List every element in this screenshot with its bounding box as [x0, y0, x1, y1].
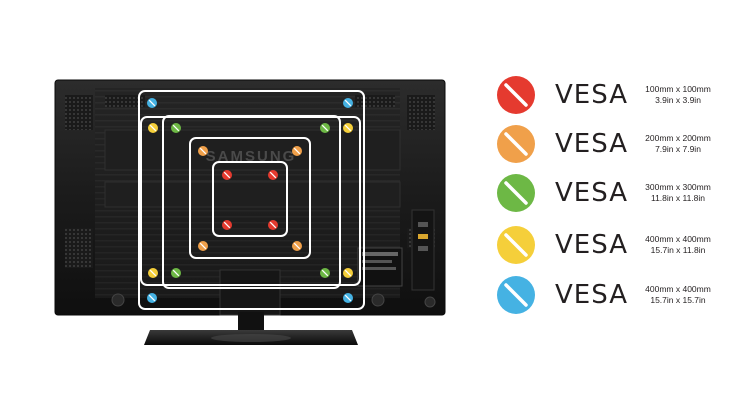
- legend-label: VESA: [555, 230, 628, 260]
- legend-dimensions: 100mm x 100mm 3.9in x 3.9in: [628, 84, 728, 106]
- screw-yellow: [148, 123, 158, 133]
- screw-yellow: [343, 268, 353, 278]
- dimension-in: 15.7in x 15.7in: [650, 295, 706, 305]
- dimension-mm: 100mm x 100mm: [645, 84, 711, 94]
- legend-dimensions: 300mm x 300mm 11.8in x 11.8in: [628, 182, 728, 204]
- no-sign-icon: [497, 125, 535, 163]
- vesa-frame-guides: [138, 90, 365, 310]
- screw-orange: [198, 146, 208, 156]
- legend-label: VESA: [555, 280, 628, 310]
- no-sign-icon: [497, 76, 535, 114]
- legend-row-red: VESA 100mm x 100mm 3.9in x 3.9in: [497, 76, 737, 120]
- mounting-screws: [147, 98, 353, 303]
- screw-green: [171, 268, 181, 278]
- screw-green: [320, 123, 330, 133]
- legend-dimensions: 400mm x 400mm 15.7in x 11.8in: [628, 234, 728, 256]
- dimension-in: 11.8in x 11.8in: [650, 193, 706, 203]
- screw-red: [222, 220, 232, 230]
- no-sign-icon: [497, 276, 535, 314]
- vesa-frame-red: [212, 161, 288, 237]
- legend-label: VESA: [555, 178, 628, 208]
- legend-row-orange: VESA 200mm x 200mm 7.9in x 7.9in: [497, 125, 737, 169]
- legend-dimensions: 400mm x 400mm 15.7in x 15.7in: [628, 284, 728, 306]
- no-sign-icon: [497, 226, 535, 264]
- tv-stand: [144, 269, 358, 345]
- vesa-frame-green: [162, 115, 341, 289]
- screw-green: [171, 123, 181, 133]
- tv-back-illustration: SAMSUNG: [54, 79, 446, 345]
- screw-blue: [147, 98, 157, 108]
- dimension-mm: 300mm x 300mm: [645, 182, 711, 192]
- vent-grille: [65, 228, 93, 268]
- screw-blue: [343, 293, 353, 303]
- legend-label: VESA: [555, 80, 628, 110]
- vesa-frame-orange: [189, 137, 311, 259]
- dimension-mm: 400mm x 400mm: [645, 234, 711, 244]
- legend-row-green: VESA 300mm x 300mm 11.8in x 11.8in: [497, 174, 737, 218]
- screw-red: [268, 220, 278, 230]
- no-sign-icon: [497, 174, 535, 212]
- dimension-in: 7.9in x 7.9in: [655, 144, 701, 154]
- screw-orange: [292, 146, 302, 156]
- vent-grille: [65, 95, 93, 130]
- legend-dimensions: 200mm x 200mm 7.9in x 7.9in: [628, 133, 728, 155]
- tv-body: [54, 79, 446, 316]
- screw-red: [268, 170, 278, 180]
- dimension-mm: 400mm x 400mm: [645, 284, 711, 294]
- screw-orange: [198, 241, 208, 251]
- tv-brand-text: SAMSUNG: [206, 148, 297, 165]
- screw-blue: [343, 98, 353, 108]
- legend-row-yellow: VESA 400mm x 400mm 15.7in x 11.8in: [497, 226, 737, 270]
- dimension-in: 3.9in x 3.9in: [655, 95, 701, 105]
- legend-row-blue: VESA 400mm x 400mm 15.7in x 15.7in: [497, 276, 737, 320]
- screw-yellow: [343, 123, 353, 133]
- screw-blue: [147, 293, 157, 303]
- screw-yellow: [148, 268, 158, 278]
- vesa-frame-blue: [138, 90, 365, 310]
- vent-grille: [407, 95, 435, 130]
- screw-green: [320, 268, 330, 278]
- screw-orange: [292, 241, 302, 251]
- screw-red: [222, 170, 232, 180]
- dimension-mm: 200mm x 200mm: [645, 133, 711, 143]
- legend-label: VESA: [555, 129, 628, 159]
- dimension-in: 15.7in x 11.8in: [650, 245, 706, 255]
